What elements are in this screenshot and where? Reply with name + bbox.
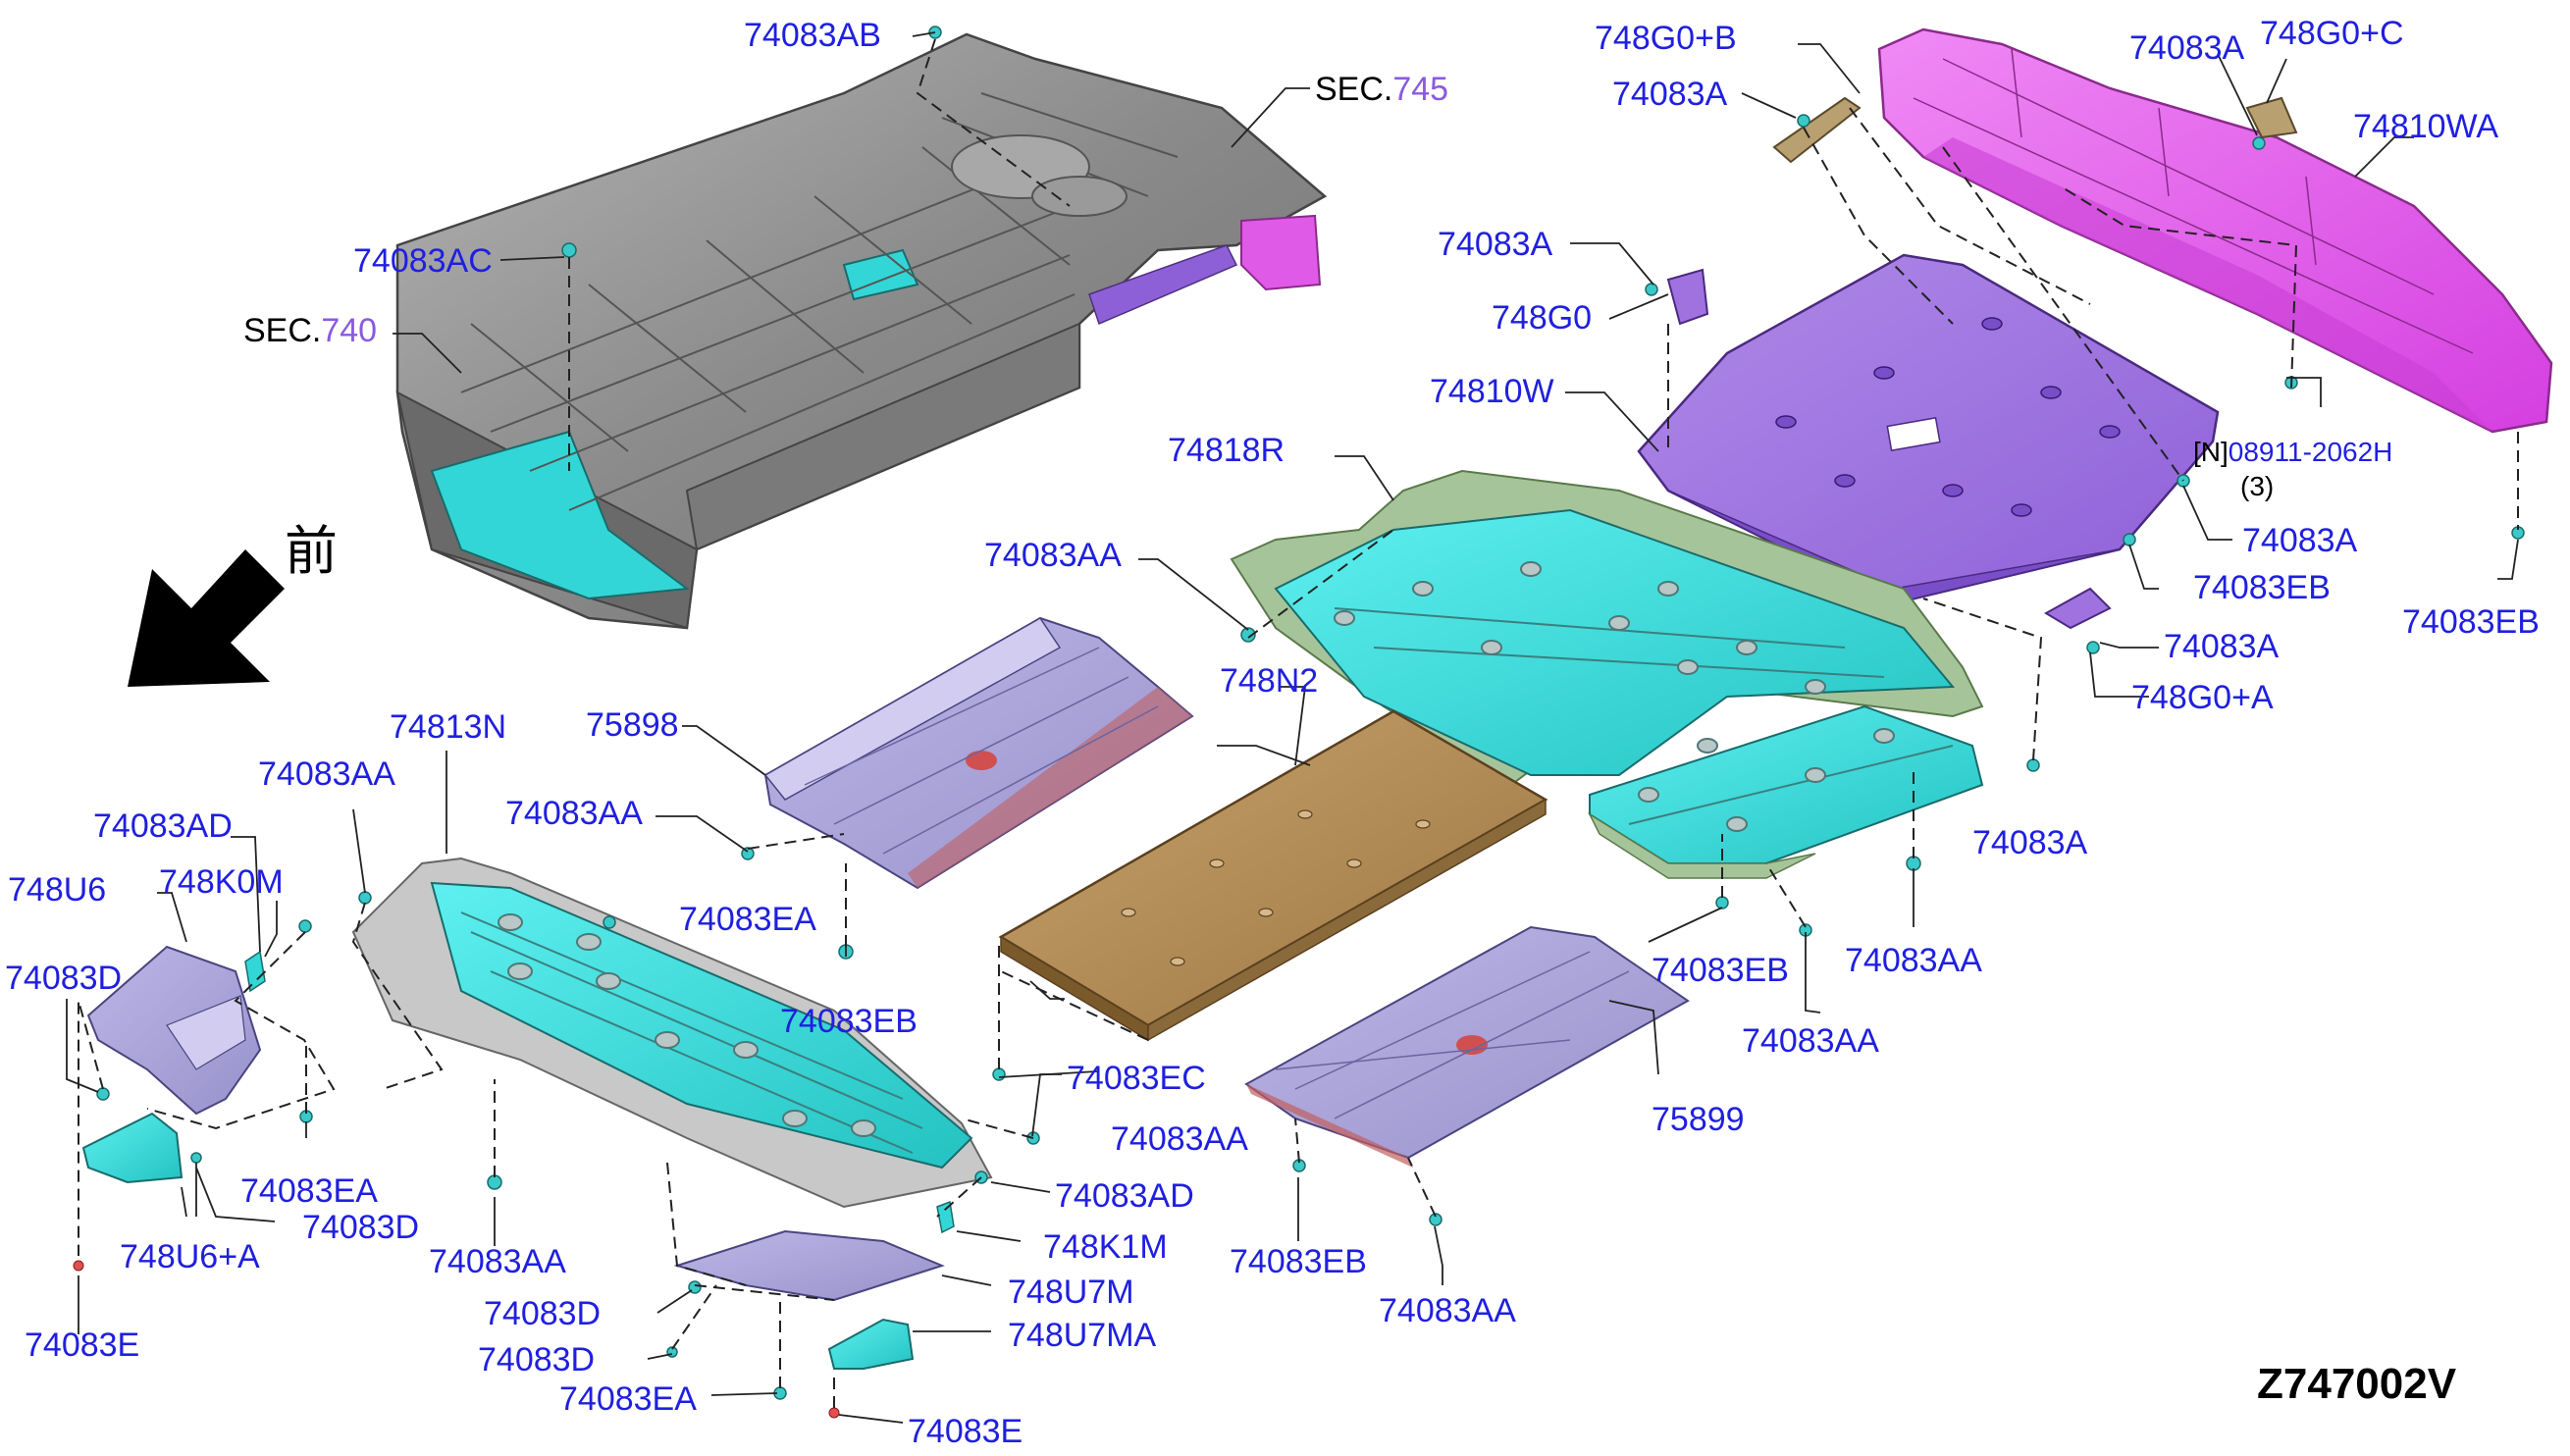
label-74083D: 74083D [5, 960, 122, 997]
section-ref-745: SEC.745 [1315, 71, 1448, 108]
label-748G0B: 748G0+B [1595, 20, 1737, 57]
leader-lines [66, 31, 2519, 1424]
label-748U7MA: 748U7MA [1008, 1317, 1157, 1354]
label-748K1M: 748K1M [1043, 1228, 1168, 1266]
label-75898: 75898 [586, 706, 679, 744]
label-74083EA: 74083EA [559, 1380, 697, 1418]
bracket-748G0-illustration [1666, 268, 1709, 326]
front-marker-label: 前 [285, 520, 338, 582]
label-75899: 75899 [1652, 1101, 1745, 1138]
label-74083EB: 74083EB [2402, 603, 2540, 641]
diagram-code: Z747002V [2257, 1360, 2457, 1408]
label-748G0A: 748G0+A [2131, 679, 2274, 716]
label-74083A: 74083A [2164, 628, 2280, 665]
bracket-748G0C-illustration [2245, 96, 2298, 139]
bracket-note-tag: [N] [2193, 437, 2229, 467]
label-74083AA: 74083AA [1379, 1292, 1516, 1329]
section-prefix: SEC. [243, 312, 321, 349]
bracket-748G0A-illustration [2044, 587, 2112, 630]
label-74083AA: 74083AA [1845, 942, 1982, 979]
bracket-748U7MA-illustration [827, 1318, 915, 1370]
label-74083AD: 74083AD [1055, 1177, 1194, 1215]
label-74083EB: 74083EB [1230, 1243, 1367, 1280]
label-748G0C: 748G0+C [2260, 15, 2404, 52]
label-74083D: 74083D [302, 1209, 419, 1246]
bracket-748G0B-illustration [1772, 96, 1862, 164]
front-direction-arrow [128, 549, 285, 687]
label-74083AD: 74083AD [93, 807, 233, 845]
section-number: 745 [1392, 71, 1448, 108]
label-74083E: 74083E [908, 1413, 1023, 1450]
bracket-note: [N]08911-2062H [2193, 437, 2392, 467]
label-74083EA: 74083EA [679, 901, 816, 938]
section-ref-740: SEC.740 [243, 312, 377, 349]
floor-assembly-illustration [395, 32, 1328, 630]
label-74083AA: 74083AA [1742, 1022, 1879, 1060]
label-74813N: 74813N [390, 708, 506, 746]
label-74810WA: 74810WA [2353, 108, 2498, 145]
panel-748N2-illustration [998, 709, 1548, 1042]
label-74083A: 74083A [2129, 29, 2245, 67]
label-74818R: 74818R [1168, 432, 1285, 469]
label-74083A: 74083A [1972, 824, 2088, 861]
label-74083AA: 74083AA [1111, 1120, 1248, 1158]
label-74083A: 74083A [2242, 522, 2358, 559]
bracket-note-part: 08911-2062H [2229, 437, 2393, 467]
cover-74813N-illustration [351, 857, 993, 1209]
label-74083EA: 74083EA [240, 1172, 378, 1210]
label-74083D: 74083D [478, 1341, 595, 1378]
label-74083D: 74083D [484, 1295, 601, 1332]
cover-74818R-illustration [1230, 469, 1984, 879]
bracket-748U7M-illustration [673, 1229, 945, 1302]
assembly-dashed-lines [78, 38, 2519, 1408]
section-number: 740 [321, 312, 377, 349]
label-74810W: 74810W [1430, 373, 1554, 410]
bracket-note-qty: (3) [2240, 471, 2274, 501]
panel-74810W-illustration [1637, 253, 2220, 605]
label-748U7M: 748U7M [1008, 1274, 1134, 1311]
bracket-748U6-illustration [86, 945, 262, 1116]
bracket-748U6A-illustration [81, 1112, 184, 1184]
label-748U6A: 748U6+A [120, 1238, 260, 1275]
label-74083AA: 74083AA [258, 755, 395, 793]
label-748K0M: 748K0M [159, 863, 284, 901]
label-74083AA: 74083AA [429, 1243, 566, 1280]
label-748U6: 748U6 [8, 871, 106, 909]
part-labels: 74083AB SEC.745 74083AC SEC.740 748G0+B … [5, 15, 2540, 1450]
label-748G0: 748G0 [1492, 299, 1592, 337]
section-prefix: SEC. [1315, 71, 1392, 108]
cover-75898-illustration [763, 616, 1194, 890]
label-74083EB: 74083EB [780, 1003, 918, 1040]
bracket-748K0M-illustration [244, 950, 266, 993]
label-74083A: 74083A [1438, 226, 1553, 263]
cover-75899-illustration [1244, 925, 1690, 1168]
label-74083AB: 74083AB [744, 17, 881, 54]
label-74083E: 74083E [25, 1326, 139, 1364]
label-74083AA: 74083AA [984, 537, 1122, 574]
label-74083EC: 74083EC [1067, 1060, 1206, 1097]
label-74083EB: 74083EB [1652, 952, 1789, 989]
fastener-clips [73, 26, 2525, 1419]
label-74083A: 74083A [1612, 76, 1728, 113]
label-748N2: 748N2 [1220, 662, 1318, 700]
label-74083EB: 74083EB [2193, 569, 2331, 606]
bracket-748K1M-illustration [936, 1200, 955, 1234]
label-74083AA: 74083AA [505, 795, 643, 832]
label-74083AC: 74083AC [353, 242, 493, 280]
panel-74810WA-illustration [1877, 27, 2553, 434]
